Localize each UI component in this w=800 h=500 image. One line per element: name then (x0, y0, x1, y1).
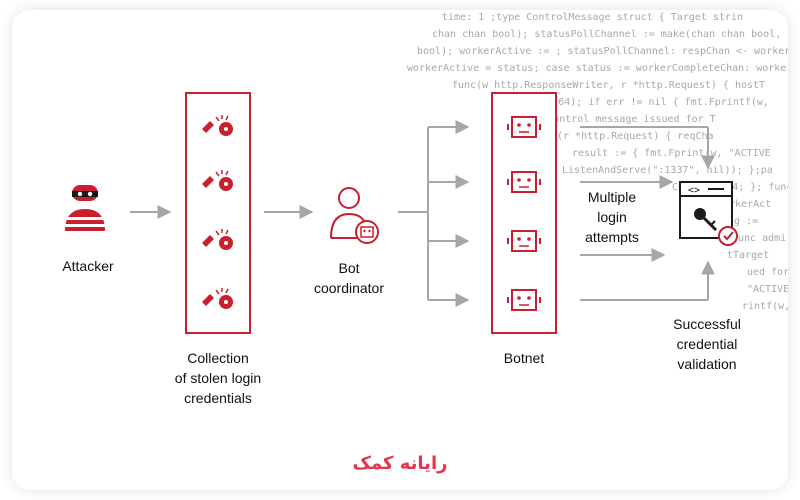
key-and-password-icon (202, 115, 233, 136)
key-and-password-icon (202, 229, 233, 250)
svg-text:<>: <> (688, 185, 700, 196)
masked-attacker-icon (65, 185, 105, 231)
credentials-collection-box (185, 92, 251, 334)
credential-stuffing-diagram: <> (65, 92, 738, 334)
robot-face-icon (507, 116, 541, 138)
key-and-password-icon (202, 170, 233, 191)
robot-face-icon (507, 289, 541, 311)
attacker-label: Attacker (62, 258, 114, 274)
collection-label: Collection of stolen login credentials (174, 350, 262, 406)
person-with-robot-badge-icon (330, 187, 379, 244)
key-and-password-icon (202, 288, 233, 309)
success-label: Successful credential validation (673, 316, 741, 372)
robot-face-icon (507, 171, 541, 193)
multiple-attempts-label: Multiple login attempts (572, 187, 652, 247)
login-window-with-key-icon: <> (679, 181, 738, 246)
bot-coordinator-label: Bot coordinator (313, 260, 385, 296)
botnet-label: Botnet (503, 350, 545, 366)
brand-logo: رایانه کمک (325, 453, 475, 474)
login-attempt-arrows (580, 126, 715, 301)
brand-logo-text: رایانه کمک (352, 453, 448, 474)
robot-face-icon (507, 230, 541, 252)
diagram-card: time: 1 ;type ControlMessage struct { Ta… (12, 10, 788, 490)
botnet-box (491, 92, 557, 334)
fan-out-connector (398, 120, 470, 307)
